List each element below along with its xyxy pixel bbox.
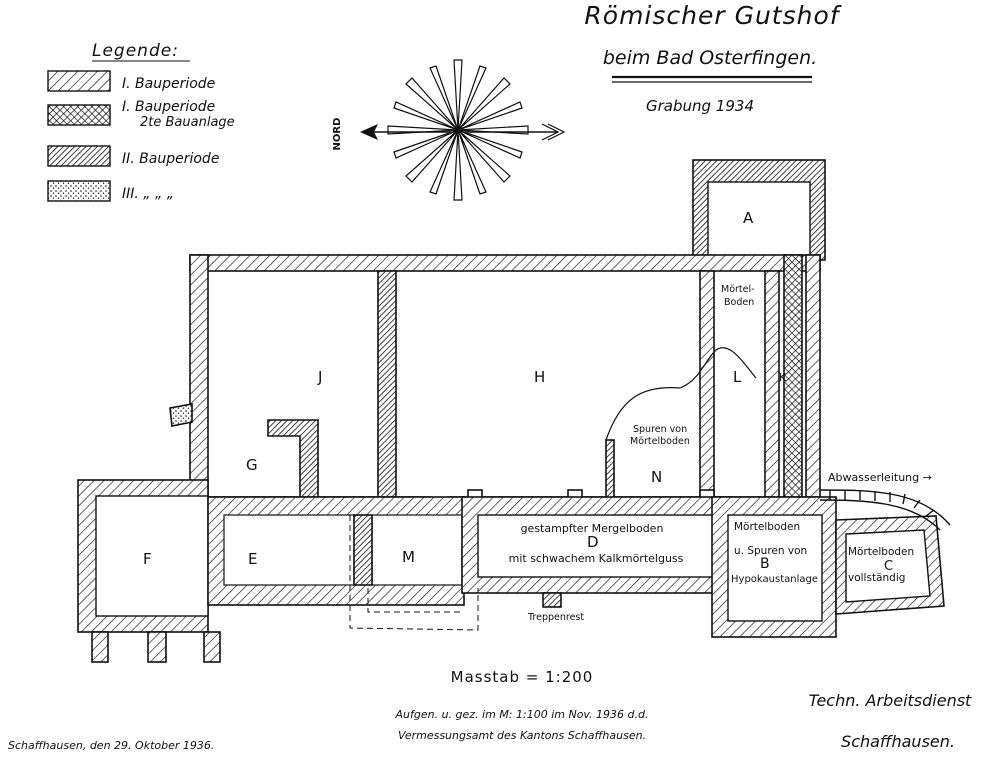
legend-label-period-1b: I. Bauperiode	[122, 99, 215, 115]
excavation-year: Grabung 1934	[646, 97, 754, 115]
wall-main-top	[189, 254, 821, 272]
wall-main-left	[189, 254, 209, 511]
floor-trace-outline	[605, 347, 757, 441]
walls	[77, 159, 945, 663]
place-date: Schaffhausen, den 29. Oktober 1936.	[8, 739, 214, 752]
room-h: H	[534, 368, 545, 386]
note-c-2: vollständig	[848, 572, 905, 584]
room-f: F	[143, 550, 152, 568]
room-e: E	[248, 550, 257, 568]
room-labels: A J H G N L K F E M D B C	[143, 209, 893, 574]
compass-rose-icon	[360, 59, 566, 201]
title-block: Römischer Gutshof beim Bad Osterfingen. …	[584, 1, 841, 115]
note-spuren-2: Mörtelboden	[630, 436, 690, 447]
room-a: A	[743, 209, 754, 227]
wastewater-pipe	[819, 489, 951, 531]
plan-title: Römischer Gutshof	[584, 1, 841, 30]
note-b-2: u. Spuren von	[734, 545, 807, 557]
note-l-floor-2: Boden	[724, 297, 754, 308]
note-stair: Treppenrest	[527, 612, 584, 623]
legend-label-period-1: I. Bauperiode	[122, 76, 215, 92]
legend-swatch-period-3	[47, 180, 111, 202]
north-label: NORD	[332, 118, 343, 151]
room-g: G	[246, 456, 258, 474]
note-d-1: gestampfter Mergelboden	[521, 522, 664, 535]
room-n: N	[651, 468, 662, 486]
stair-remnant	[542, 592, 562, 608]
wall-stub-period-3	[169, 403, 193, 427]
legend-label-period-1b-sub: 2te Bauanlage	[140, 115, 235, 130]
note-b-1: Mörtelboden	[734, 521, 800, 533]
room-b: B	[760, 556, 770, 572]
legend-swatch-period-1b	[47, 104, 111, 126]
org-line-2: Schaffhausen.	[841, 732, 955, 751]
room-d: D	[587, 533, 599, 551]
room-annotations: Mörtel- Boden Spuren von Mörtelboden ges…	[509, 284, 932, 623]
note-c-1: Mörtelboden	[848, 546, 914, 558]
room-l: L	[733, 368, 742, 386]
legend-swatch-period-2	[47, 145, 111, 167]
note-wastewater: Abwasserleitung →	[828, 471, 932, 484]
survey-credit-1: Aufgen. u. gez. im M: 1:100 im Nov. 1936…	[394, 708, 648, 721]
room-j: J	[317, 368, 322, 386]
note-l-floor-1: Mörtel-	[721, 284, 755, 295]
wall-east-outer	[805, 254, 821, 502]
dashed-outline	[349, 515, 479, 631]
legend: Legende: I. Bauperiode I. Bauperiode 2te…	[47, 41, 235, 202]
legend-label-period-3: III. „ „ „	[122, 186, 174, 202]
room-c: C	[884, 559, 893, 574]
plan-subtitle: beim Bad Osterfingen.	[603, 47, 817, 69]
wall-west-l	[699, 270, 715, 502]
legend-heading: Legende:	[92, 41, 179, 61]
wall-room-g	[267, 419, 319, 501]
scale-label: Masstab = 1:200	[451, 668, 594, 686]
wall-j-h	[377, 270, 397, 502]
legend-label-period-2: II. Bauperiode	[122, 151, 219, 167]
note-b-3: Hypokaustanlage	[731, 574, 818, 585]
wall-east-l	[764, 270, 780, 502]
room-m: M	[402, 548, 415, 566]
legend-swatch-period-1	[47, 70, 111, 92]
room-k: K	[779, 371, 787, 384]
wall-k-corridor	[783, 254, 803, 502]
note-d-2: mit schwachem Kalkmörtelguss	[509, 552, 684, 565]
survey-credit-2: Vermessungsamt des Kantons Schaffhausen.	[398, 729, 646, 742]
org-line-1: Techn. Arbeitsdienst	[809, 691, 972, 710]
note-spuren-1: Spuren von	[633, 424, 687, 435]
